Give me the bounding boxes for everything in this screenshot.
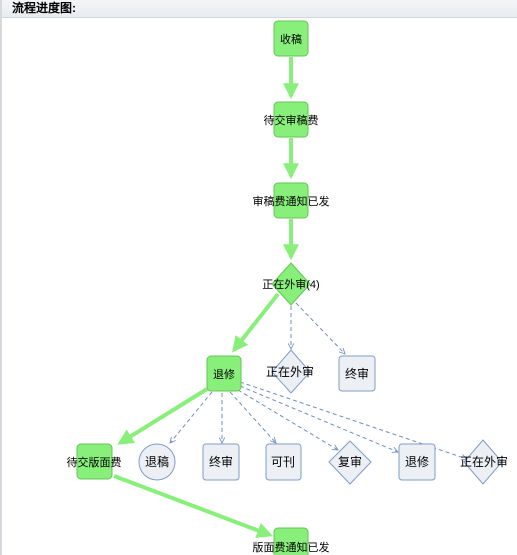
option-reject-label: 退稿 (145, 454, 169, 469)
option-final-review-label: 终审 (345, 366, 369, 381)
node-received[interactable]: 收稿 (273, 20, 309, 57)
node-revision[interactable]: 退修 (206, 355, 242, 392)
node-revision-label: 退修 (213, 367, 235, 381)
panel-header: 流程进度图: (2, 0, 517, 18)
completed-nodes: 收稿 待交审稿费 审稿费通知已发 正在外审(4) 退修 待交版面费 版面费通知已… (67, 20, 330, 555)
option-publishable[interactable]: 可刊 (265, 443, 302, 481)
option-final-review-2-label: 终审 (209, 454, 233, 469)
edge-option-publishable (229, 391, 276, 443)
option-external-review-2-label: 正在外审 (460, 454, 508, 469)
node-await-review-fee[interactable]: 待交审稿费 (264, 101, 319, 138)
option-external-review-2[interactable]: 正在外审 (460, 439, 508, 485)
edges (113, 57, 467, 538)
revision-option-nodes: 退稿 终审 可刊 复审 退修 正在外审 (138, 439, 508, 485)
node-await-page-fee[interactable]: 待交版面费 (67, 443, 122, 480)
edge-revision-to-await-page-fee (117, 387, 209, 445)
frame-left-border (0, 0, 2, 555)
edge-external-review-to-revision (232, 292, 280, 353)
panel-title: 流程进度图: (12, 1, 76, 15)
node-await-page-fee-label: 待交版面费 (67, 455, 122, 469)
option-external-review-label: 正在外审 (266, 364, 314, 379)
option-external-review[interactable]: 正在外审 (266, 349, 314, 394)
option-publishable-label: 可刊 (271, 455, 295, 469)
node-review-fee-notice-sent-label: 审稿费通知已发 (253, 194, 330, 208)
option-revision[interactable]: 退修 (398, 443, 436, 481)
option-reject[interactable]: 退稿 (138, 443, 176, 481)
node-await-review-fee-label: 待交审稿费 (264, 113, 319, 127)
option-final-review[interactable]: 终审 (338, 355, 376, 392)
node-external-review-count-label: 正在外审(4) (262, 277, 319, 291)
node-external-review-count[interactable]: 正在外审(4) (262, 262, 320, 306)
option-revision-label: 退修 (405, 454, 429, 469)
edge-option-revision (239, 385, 398, 452)
node-page-fee-notice-sent-label: 版面费通知已发 (253, 540, 330, 554)
node-page-fee-notice-sent[interactable]: 版面费通知已发 (253, 527, 330, 555)
edge-option-re-review (237, 389, 338, 450)
option-re-review-label: 复审 (338, 454, 362, 469)
option-re-review[interactable]: 复审 (328, 440, 372, 485)
option-final-review-2[interactable]: 终审 (202, 443, 240, 481)
external-review-option-nodes: 正在外审 终审 (266, 349, 376, 394)
node-review-fee-notice-sent[interactable]: 审稿费通知已发 (253, 182, 330, 219)
node-received-label: 收稿 (280, 32, 302, 46)
edge-await-page-fee-to-page-notice-sent (113, 474, 273, 538)
edge-option-final-review-1 (295, 302, 345, 354)
